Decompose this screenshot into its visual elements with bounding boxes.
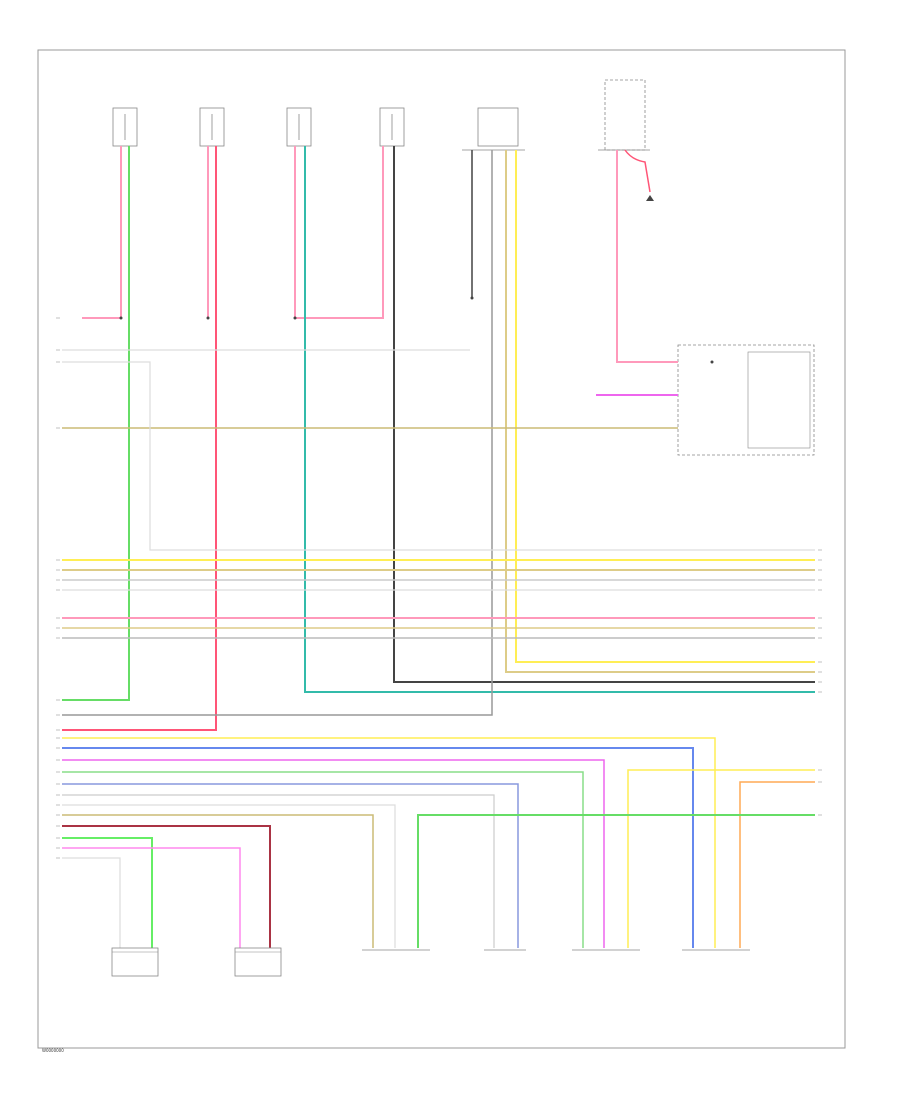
wire-white-2: [62, 361, 815, 551]
figure-id: W0000000: [42, 1048, 64, 1053]
wire-yellow-h1: [62, 737, 716, 948]
bottom-component-1: [111, 947, 159, 977]
wire-tan-h8: [62, 814, 374, 948]
wire-green-h10: [62, 837, 153, 948]
wire-pink-f1: [82, 146, 122, 319]
wire-orange-r2: [739, 781, 815, 948]
fuse-3: [286, 107, 312, 147]
left-pin-ticks: [56, 317, 60, 859]
wire-white-h7: [62, 804, 396, 948]
splice-dots: [119, 296, 714, 364]
wire-red-relay: [624, 149, 651, 193]
wire-tan-mpc3: [505, 150, 815, 673]
wire-teal-f3b: [304, 146, 815, 693]
wire-gray-h6: [62, 794, 495, 948]
wire-blue-h5: [62, 783, 519, 948]
wire-magenta-h11: [62, 847, 241, 948]
top-right-relay: [598, 79, 654, 201]
wire-green-r3: [417, 814, 815, 948]
wire-green-h4: [62, 771, 584, 948]
wire-darkred-h9: [62, 825, 271, 948]
wire-black-f4: [393, 146, 815, 683]
wire-yellow-mpc4: [515, 150, 815, 663]
diagram-frame: [37, 49, 846, 1049]
wire-gray-mpc2: [62, 150, 493, 716]
fuse-2: [199, 107, 225, 147]
bottom-component-2: [234, 947, 282, 977]
fuse-4: [379, 107, 405, 147]
multi-pin-connector: [462, 107, 525, 151]
wire-yellow-r1: [627, 769, 815, 948]
wire-white-h12: [62, 857, 121, 948]
instrument-panel-module: [677, 344, 815, 456]
wire-green-f1: [62, 146, 130, 701]
fuse-1: [112, 107, 138, 147]
wire-magenta-h3: [62, 759, 605, 948]
wire-red-f2b: [62, 146, 217, 731]
wire-pink-relay: [616, 150, 678, 363]
wire-blue-h2: [62, 747, 694, 948]
right-pin-ticks: [818, 549, 822, 816]
wire-pink-f3a: [294, 146, 384, 319]
